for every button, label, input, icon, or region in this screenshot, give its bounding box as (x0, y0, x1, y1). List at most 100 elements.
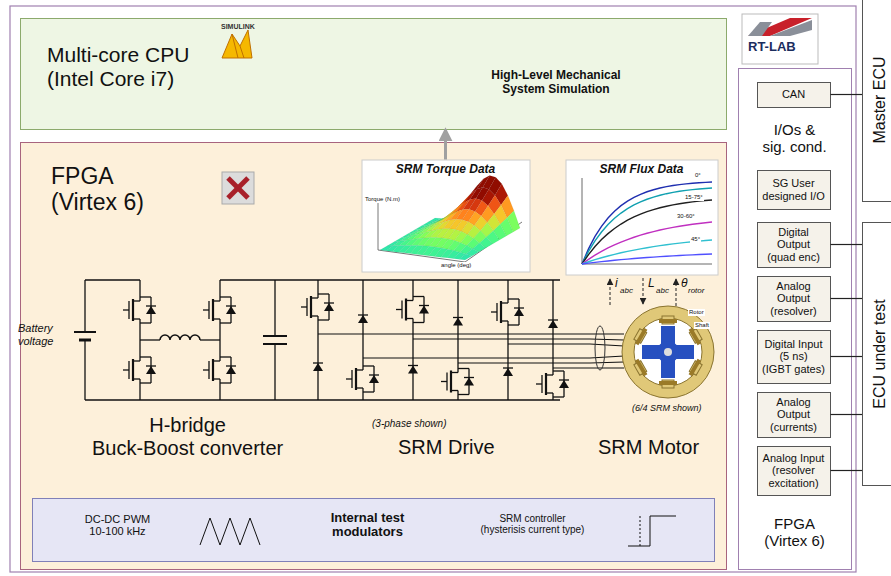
text-line: H-bridge (92, 414, 283, 437)
note-text: (3-phase shown) (372, 418, 446, 430)
ecu-box: Master ECU (862, 0, 891, 202)
text-line: SRM Drive (398, 436, 495, 459)
srm-drive-circuit (317, 316, 318, 334)
hbridge-circuit (220, 279, 560, 280)
text-line: (Virtex 6) (739, 532, 850, 549)
chart-panel-text: SRM Torque Data (362, 163, 530, 177)
text-line: SIMULINK (221, 23, 255, 31)
ecu-box-text: Master ECU (871, 56, 889, 143)
srm-drive-circuit (346, 378, 352, 379)
rtlab-logo (748, 22, 772, 36)
srm-drive-circuit (453, 317, 463, 318)
hbridge-circuit (226, 365, 236, 366)
ecu-box-text: ECU under test (871, 299, 889, 408)
axis-label: Torque (N.m) (364, 196, 401, 203)
hbridge-circuit (219, 280, 220, 301)
srm-drive-circuit (362, 388, 363, 400)
io-box: Digital Input (5 ns) (IGBT gates) (757, 330, 831, 384)
cpu-panel-text: SIMULINK (221, 23, 255, 31)
hbridge-circuit (274, 344, 275, 400)
text-line: modulators (293, 525, 443, 540)
srm-drive-circuit (548, 319, 558, 320)
cpu-panel-text: High-Level Mechanical System Simulation (446, 69, 666, 97)
text-line: L (648, 277, 655, 291)
srm-drive-circuit (412, 319, 413, 340)
srm-drive-circuit (358, 314, 368, 315)
flux-curve-plot (582, 240, 712, 264)
text-line: (Virtex 6) (51, 189, 144, 215)
outer-frame (10, 6, 856, 572)
flux-curve-plot (582, 222, 712, 264)
hbridge-circuit (84, 280, 85, 332)
text-line: Digital (767, 226, 820, 239)
hbridge-circuit (146, 305, 156, 306)
logo-text: RT-LAB (748, 40, 796, 55)
srm-drive-circuit (318, 293, 329, 294)
srm-drive-circuit (419, 305, 429, 306)
block-title: H-bridge Buck-Boost converter (92, 414, 283, 460)
text-line: excitation) (763, 477, 825, 490)
part-name: Shaft (694, 322, 710, 329)
hbridge-circuit (212, 359, 214, 381)
hbridge-circuit (200, 339, 220, 340)
io-column: I/Os & sig. cond.FPGA (Virtex 6)CANSG Us… (738, 68, 852, 570)
text-line: (Intel Core i7) (47, 67, 189, 91)
srm-drive-circuit (536, 383, 542, 384)
srm-motor (659, 319, 677, 323)
srm-drive-circuit (553, 367, 624, 368)
text-line: DC-DC PWM (63, 513, 173, 526)
srm-drive-circuit (559, 379, 569, 380)
hbridge-circuit (212, 299, 214, 321)
text-line: (hysterisis current type) (458, 524, 608, 536)
hbridge-circuit (274, 280, 275, 336)
flux-curve-plot (582, 188, 712, 264)
text-line: (5 ns) (762, 350, 825, 363)
srm-drive-circuit (363, 391, 374, 392)
data-arrow (444, 130, 447, 160)
srm-drive-circuit (408, 365, 418, 366)
flux-curve-plot (582, 182, 712, 264)
text-line: System Simulation (446, 83, 666, 97)
hbridge-circuit (146, 365, 156, 366)
signal-subscript: rotor (688, 286, 704, 295)
rtlab-logo (742, 14, 818, 64)
rtlab-logo (742, 14, 818, 64)
text-line: designed I/O (762, 190, 824, 203)
text-line: abc (620, 286, 633, 295)
xilinx-logo (228, 178, 248, 198)
srm-motor (622, 306, 714, 398)
text-line: SG User (762, 177, 824, 190)
hbridge-circuit (123, 369, 129, 370)
block-title: SRM Drive (398, 436, 495, 459)
srm-drive-circuit (363, 365, 374, 366)
hbridge-circuit (263, 335, 287, 337)
io-box-text: Analog Input (resolver excitation) (763, 452, 825, 490)
hbridge-circuit (140, 296, 151, 297)
flux-curve-plot (582, 254, 712, 264)
srm-motor (659, 380, 677, 388)
text-line: Analog (770, 396, 817, 409)
text-line: I/Os & (739, 121, 850, 138)
hbridge-circuit (139, 319, 140, 340)
text-line: (resolver) (770, 305, 816, 318)
text-line: SRM Motor (598, 436, 699, 459)
srm-motor (659, 381, 677, 385)
hbridge-circuit (220, 296, 231, 297)
text-line: 0° (695, 172, 701, 179)
axis-label: angle (deg) (440, 262, 472, 269)
srm-drive-circuit (313, 362, 323, 363)
srm-motor (688, 358, 704, 378)
text-line: voltage (18, 335, 53, 348)
signal-subscript: abc (656, 286, 669, 295)
hbridge-circuit (140, 322, 151, 323)
text-line: Digital Input (762, 338, 825, 351)
srm-drive-circuit (500, 301, 502, 323)
io-box-text: Analog Output (currents) (770, 396, 817, 434)
text-line: High-Level Mechanical (446, 69, 666, 83)
srm-drive-circuit (450, 371, 452, 393)
srm-motor (634, 318, 702, 386)
source-label: Battery voltage (18, 322, 53, 347)
text-line: Master ECU (871, 56, 889, 143)
text-line: FPGA (739, 515, 850, 532)
text-line: Output (770, 408, 817, 421)
